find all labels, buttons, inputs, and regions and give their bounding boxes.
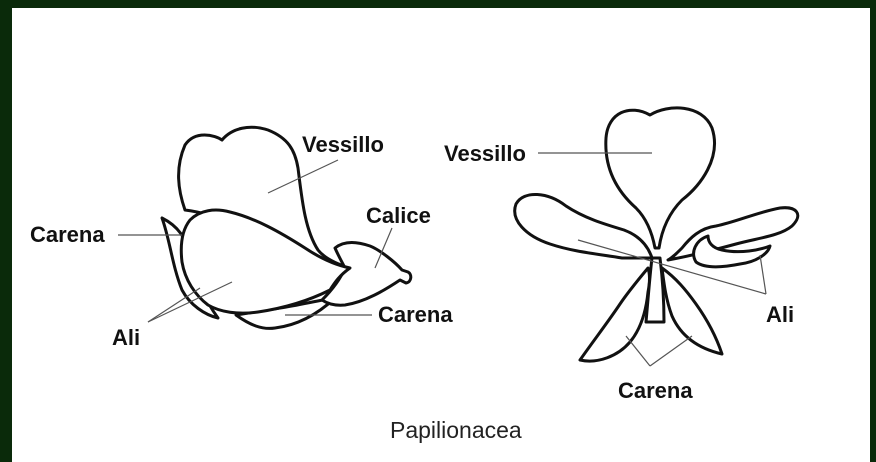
- front-vessillo-petal: [606, 108, 715, 248]
- front-view-flower: [515, 108, 798, 366]
- side-calice-label: Calice: [366, 203, 431, 228]
- side-ali-label: Ali: [112, 325, 140, 350]
- side-vessillo-label: Vessillo: [302, 132, 384, 157]
- front-carena-leader-1: [626, 336, 650, 366]
- front-ali-leader-2: [760, 255, 766, 294]
- front-vessillo-label: Vessillo: [444, 141, 526, 166]
- diagram-caption: Papilionacea: [390, 417, 522, 443]
- front-ali-label: Ali: [766, 302, 794, 327]
- side-carena-left-label: Carena: [30, 222, 105, 247]
- side-carena-bottom-label: Carena: [378, 302, 453, 327]
- front-carena-left-petal: [580, 268, 650, 361]
- front-carena-label: Carena: [618, 378, 693, 403]
- front-carena-leader-2: [650, 336, 692, 366]
- front-carena-right-petal: [662, 268, 722, 354]
